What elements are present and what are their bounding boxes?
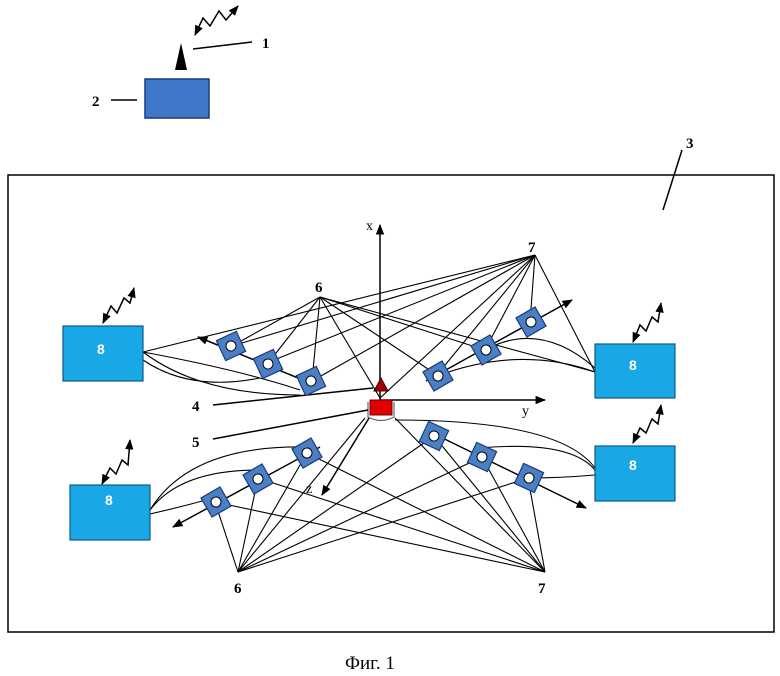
wireless-signal-icon	[633, 303, 661, 342]
wireless-signal-icon	[103, 288, 134, 323]
camera-icon	[419, 421, 448, 450]
label-object: 5	[192, 435, 200, 451]
station-bottom-left: 8	[70, 440, 150, 540]
object-leader-line	[213, 410, 368, 439]
antenna-icon	[175, 43, 187, 70]
camera-icon	[243, 464, 273, 494]
control-unit-box	[145, 79, 209, 118]
station-label: 8	[629, 357, 637, 373]
label-cameras-right-bottom: 7	[538, 581, 546, 597]
antenna-leader-line	[193, 42, 252, 49]
label-cameras-right-top: 7	[528, 240, 536, 256]
label-area: 3	[686, 136, 694, 152]
camera-icon	[516, 307, 546, 337]
station-top-left: 8	[63, 288, 143, 381]
label-control-unit: 2	[92, 94, 100, 110]
area-leader-line	[663, 150, 682, 210]
object-body	[370, 400, 392, 415]
lower-sight-lines	[215, 418, 545, 572]
wireless-signal-icon	[195, 6, 238, 35]
station-top-right: 8	[595, 303, 675, 398]
camera-icon	[296, 366, 325, 395]
camera-icon	[253, 349, 282, 378]
camera-icon	[514, 463, 543, 492]
wireless-signal-icon	[633, 405, 661, 443]
label-cameras-left-bottom: 6	[234, 581, 242, 597]
label-marker: 4	[192, 399, 200, 415]
station-bottom-right: 8	[595, 405, 675, 501]
camera-icon	[292, 438, 322, 468]
label-antenna: 1	[262, 36, 270, 52]
station-label: 8	[97, 341, 105, 357]
camera-icon	[201, 487, 231, 517]
axis-y-label: y	[522, 404, 529, 419]
camera-icon	[216, 331, 245, 360]
station-label: 8	[105, 492, 113, 508]
wireless-signal-icon	[102, 440, 130, 484]
station-label: 8	[629, 457, 637, 473]
control-unit-group: 1 2	[92, 6, 270, 118]
marker-icon	[374, 378, 388, 391]
camera-icon	[423, 361, 453, 391]
axis-x-label: x	[366, 219, 373, 234]
coordinate-axes: x y z	[306, 219, 545, 497]
figure-caption: Фиг. 1	[345, 653, 395, 674]
station-box	[595, 446, 675, 501]
label-cameras-left-top: 6	[315, 280, 323, 296]
